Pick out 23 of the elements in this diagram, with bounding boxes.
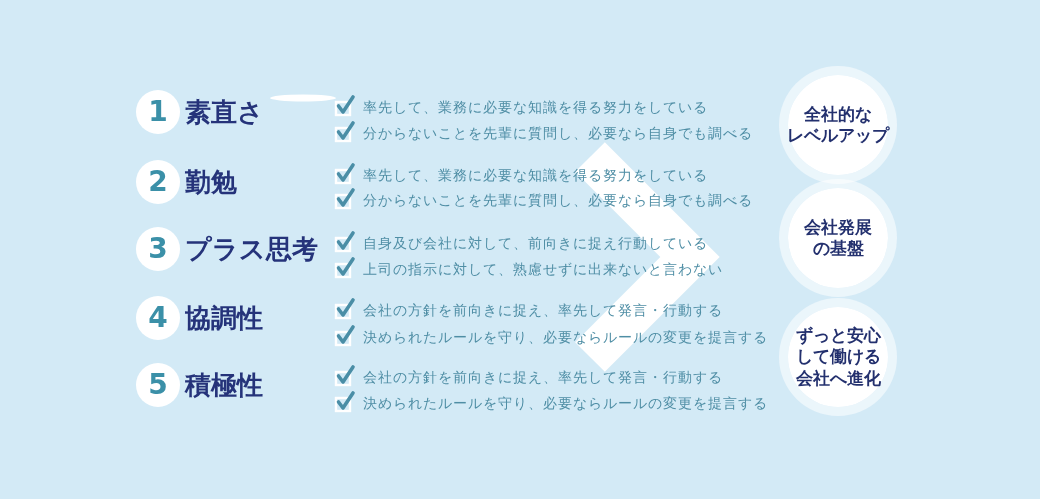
goal-circle: 全社的なレベルアップ: [779, 66, 897, 184]
criterion-text: 率先して、業務に必要な知識を得る努力をしている: [363, 99, 708, 115]
item-title: 勤勉: [185, 167, 237, 197]
item-title: 協調性: [185, 303, 263, 333]
number-circle: 4: [136, 296, 180, 340]
criterion-text: 会社の方針を前向きに捉え、率先して発言・行動する: [363, 302, 723, 318]
criterion-text: 自身及び会社に対して、前向きに捉え行動している: [363, 235, 708, 251]
number-circle: 3: [136, 227, 180, 271]
item-title: 素直さ: [185, 97, 264, 127]
number-circle: 2: [136, 160, 180, 204]
criterion-text: 会社の方針を前向きに捉え、率先して発言・行動する: [363, 369, 723, 385]
criterion-text: 分からないことを先輩に質問し、必要なら自身でも調べる: [363, 192, 753, 208]
goal-circle: 会社発展の基盤: [779, 179, 897, 297]
number-circle: 1: [136, 90, 180, 134]
criterion-text: 決められたルールを守り、必要ならルールの変更を提言する: [363, 329, 768, 345]
number-circle: 5: [136, 363, 180, 407]
criterion-text: 率先して、業務に必要な知識を得る努力をしている: [363, 167, 708, 183]
item-title: プラス思考: [185, 234, 318, 264]
criterion-text: 決められたルールを守り、必要ならルールの変更を提言する: [363, 395, 768, 411]
goal-circle: ずっと安心して働ける会社へ進化: [779, 298, 897, 416]
criterion-text: 分からないことを先輩に質問し、必要なら自身でも調べる: [363, 125, 753, 141]
criterion-text: 上司の指示に対して、熟慮せずに出来ないと言わない: [363, 261, 723, 277]
item-title: 積極性: [185, 370, 263, 400]
